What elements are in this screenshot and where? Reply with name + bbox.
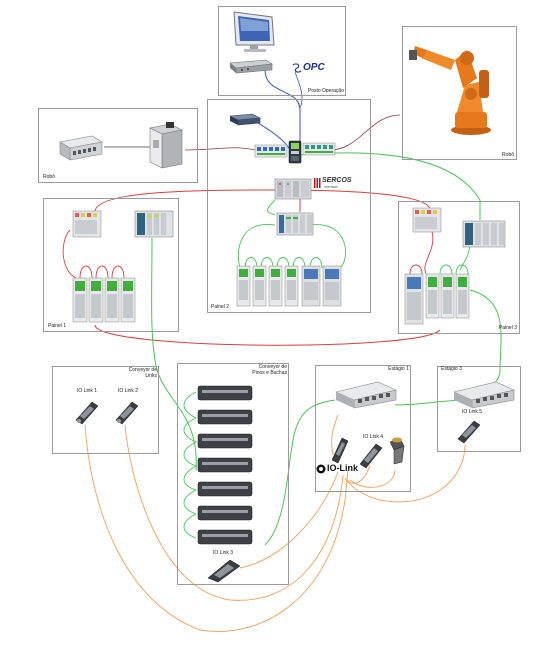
orange-cable-io2 [124, 424, 344, 601]
painel3-box [398, 201, 520, 334]
darkred-link-robot-left [184, 147, 256, 151]
orange-cable-io4 [344, 464, 371, 484]
io-link4-label: IO Link 4 [363, 434, 384, 440]
io-link5-label: IO Link 5 [462, 409, 483, 415]
green-loop-p3-b [455, 264, 469, 275]
estagio1-io-master-icon [335, 381, 397, 409]
conveyor-pinos-label-1: Conveyor de [258, 364, 287, 370]
robot-controller-cabinet-icon [149, 122, 183, 169]
painel3-label: Painel 3 [498, 325, 517, 331]
sercos-bars-icon [314, 178, 321, 188]
io-link1-label: IO Link 1 [77, 388, 98, 394]
green-loop-p2-e [309, 257, 323, 269]
pc-tower-icon [229, 59, 273, 74]
robo-left-box [38, 108, 198, 183]
green-link-io-p2-left [237, 224, 276, 269]
estagio3-box [437, 366, 521, 452]
red-loop-p1-d [62, 229, 77, 279]
robot-link-line [104, 146, 150, 148]
iolink-logo: IO-Link [316, 463, 366, 477]
panel3-io-block-icon [412, 207, 442, 233]
conveyor-links-label-2: Links [145, 373, 157, 379]
darkred-link-robot-right [329, 114, 401, 151]
estagio3-label: Estágio 3 [441, 366, 462, 372]
green-loop-p2-a [244, 257, 258, 269]
panel2-io-module-icon [276, 212, 314, 236]
opc-text: OPC [303, 62, 325, 73]
estagio3-io-master-icon [453, 381, 515, 409]
red-loop-p1-b [95, 265, 109, 279]
motion-controller-icon [288, 140, 302, 164]
panel1-io-block-icon [72, 210, 102, 238]
conveyor-pinos-box [177, 363, 289, 585]
io-link2-label: IO Link 2 [118, 388, 139, 394]
panel1-fieldbus-coupler-icon [134, 210, 174, 238]
panel3-drive-group-icon [404, 273, 470, 325]
opc-swirl-icon [292, 63, 302, 73]
orange-cable-io5 [344, 444, 466, 503]
green-link-io-p2-right [309, 224, 346, 269]
blue-link-opc [294, 71, 303, 109]
proximity-sensor-icon [389, 437, 405, 465]
estagio1-label: Estágio 1 [388, 366, 409, 372]
painel2-box [207, 99, 371, 313]
blue-link-pc-switch [264, 69, 301, 150]
panel2-drive-group-icon [236, 265, 342, 307]
red-loop-p1-a [79, 265, 93, 279]
red-loop-p1-c [111, 265, 125, 279]
monitor-icon [233, 11, 275, 52]
sercos-text: SERCOS [322, 177, 352, 184]
robot-io-block-icon [59, 135, 103, 161]
iolink-logo-icon [316, 464, 326, 474]
io-link3-label: IO Link 3 [213, 550, 234, 556]
estagio1-small-device-icon [331, 437, 349, 464]
painel1-box [43, 198, 179, 332]
sercos-sub-text: interface [324, 185, 338, 189]
painel2-label: Painel 2 [211, 304, 230, 310]
robo-right-label: Robô [502, 152, 514, 158]
green-loop-p2-c [276, 257, 290, 269]
green-chain-conveyor [183, 391, 198, 539]
panel1-drive-group-icon [72, 277, 136, 323]
orange-cable-io1 [84, 424, 349, 632]
plc-io-module-left-icon [254, 144, 288, 158]
network-switch-icon [228, 113, 262, 126]
io-link1-device-icon [75, 401, 99, 425]
conveyor-pinos-label-2: Pinos e Buchas [252, 370, 287, 376]
industrial-robot-icon [409, 46, 491, 135]
conveyor-links-label-1: Conveyor de [128, 367, 157, 373]
estagio1-box [315, 365, 411, 492]
green-loop-p2-b [260, 257, 274, 269]
io-link3-device-icon [207, 559, 241, 583]
conveyor-links-box [52, 366, 159, 454]
panel3-fieldbus-coupler-icon [462, 220, 506, 248]
posto-operacao-box [218, 6, 346, 96]
green-link-p1-conveyor [151, 237, 197, 471]
green-loop-p3-a [439, 264, 453, 275]
orange-cable-master [331, 414, 339, 456]
plc-io-module-right-icon [302, 142, 336, 156]
robo-left-label: Robô [43, 174, 55, 180]
robo-right-box [402, 26, 517, 160]
orange-cable-sensor [349, 469, 396, 488]
red-ring-bottom [94, 324, 441, 346]
sercos-logo: SERCOS interface [314, 177, 354, 191]
conveyor-pinos-module-stack [197, 385, 253, 545]
posto-operacao-label: Posto Operação [307, 88, 344, 94]
iolink-logo-text: IO-Link [327, 463, 358, 473]
orange-cable-io3 [239, 471, 339, 569]
red-loop-p3-a [409, 264, 423, 275]
io-link2-device-icon [115, 401, 139, 425]
opc-logo: OPC [292, 62, 326, 74]
io-link4-device-icon [359, 443, 383, 469]
green-link-estagio1-conveyor [264, 399, 336, 546]
painel1-label: Painel 1 [48, 323, 67, 329]
io-link5-device-icon [457, 420, 481, 444]
green-link-estagio3-estagio1 [394, 399, 461, 406]
green-loop-p2-d [292, 257, 306, 269]
green-link-io-p2-top [267, 199, 276, 216]
sercos-master-module-icon [274, 178, 312, 200]
